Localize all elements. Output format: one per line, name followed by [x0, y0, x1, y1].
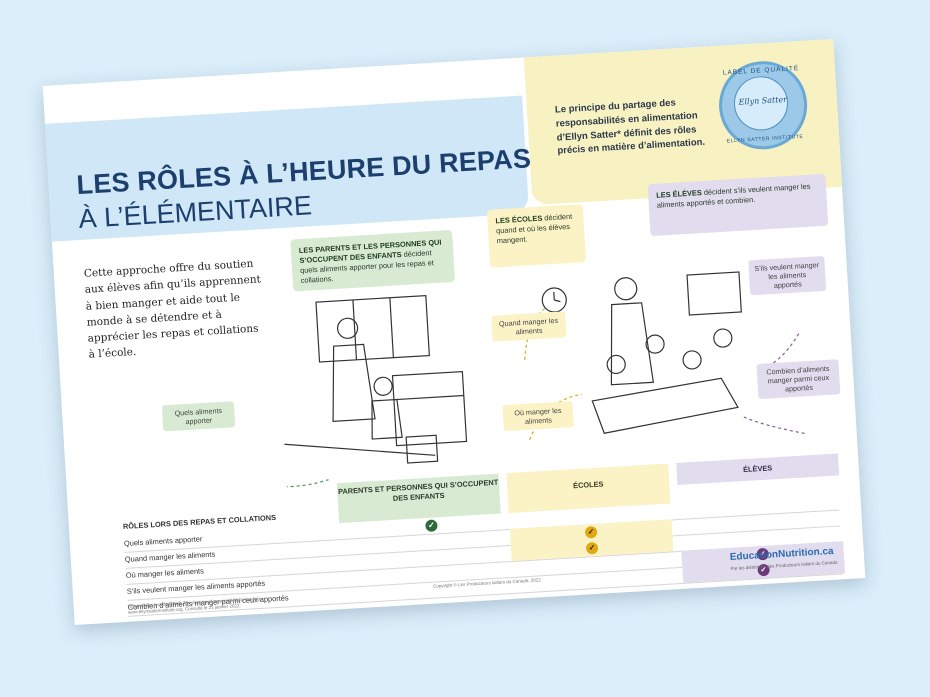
tag-where-eat: Où manger les aliments [502, 401, 574, 432]
intro-paragraph: Cette approche offre du soutien aux élèv… [83, 257, 262, 362]
title-block: LES RÔLES À L’HEURE DU REPAS À L’ÉLÉMENT… [44, 95, 532, 242]
tag-how-much: Combien d’aliments manger parmi ceux app… [756, 359, 841, 400]
counter-icon [284, 443, 436, 456]
seal-top-text: LABEL DE QUALITÉ [722, 65, 800, 77]
row-label: Où manger les aliments [125, 566, 205, 580]
child-figure-icon [373, 376, 393, 396]
teacher-figure-icon [614, 277, 638, 301]
student-figure-icon [645, 334, 665, 354]
poster: LES RÔLES À L’HEURE DU REPAS À L’ÉLÉMENT… [42, 38, 866, 626]
parent-figure-icon [336, 317, 359, 339]
quality-seal: LABEL DE QUALITÉ Ellyn Satter ELLYN SATT… [716, 58, 810, 152]
tag-when-eat: Quand manger les aliments [491, 311, 567, 342]
tag-what-food: Quels aliments apporter [161, 401, 236, 432]
arrow-what-food [275, 479, 329, 488]
seal-bottom-text: ELLYN SATTER INSTITUTE [726, 133, 804, 145]
student-figure-icon [606, 354, 626, 375]
table-icon [591, 377, 739, 434]
check-icon: ✓ [425, 519, 438, 533]
students-role-box: LES ÉLÈVES décident s’ils veulent manger… [647, 173, 829, 237]
arrow-when-eat [524, 308, 546, 360]
student-figure-icon [682, 350, 702, 370]
schools-role-box: LES ÉCOLES décident quand et où les élèv… [486, 204, 587, 268]
row-label: Quand manger les aliments [124, 549, 216, 564]
principle-text: Le principe du partage des responsabilit… [554, 97, 706, 157]
tag-want-eat: S’ils veulent manger les aliments apport… [748, 255, 827, 296]
arrow-how-much [743, 416, 805, 434]
lunch-bag-icon [405, 434, 439, 464]
student-figure-icon [713, 328, 733, 348]
kitchen-drawers-icon [391, 370, 468, 447]
parents-role-box: LES PARENTS ET LES PERSONNES QUI S’OCCUP… [290, 229, 456, 292]
classroom-board-icon [686, 271, 742, 316]
row-label: Quels aliments apporter [123, 534, 203, 548]
kitchen-cabinet-icon [315, 294, 430, 363]
